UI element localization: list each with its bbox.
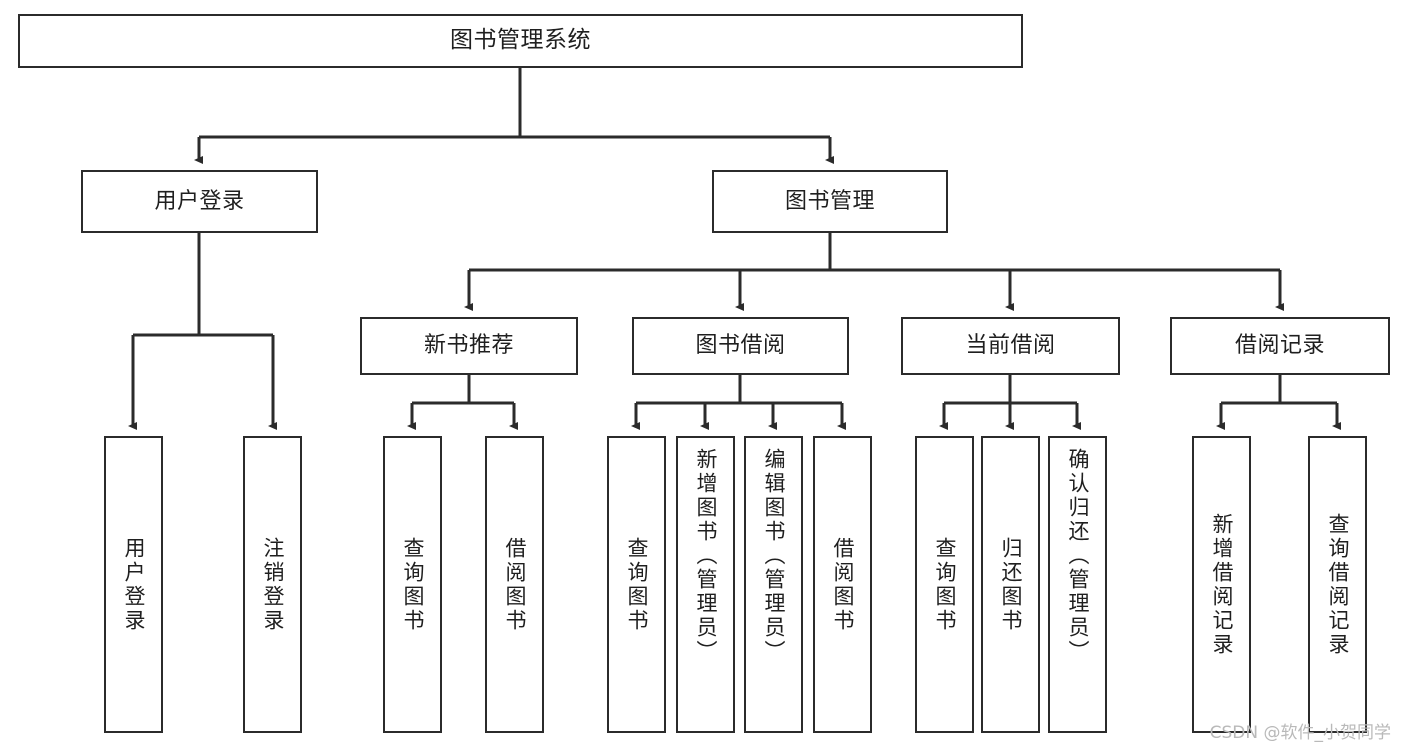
node-leaf-add-book[interactable]: 新增图书（管理员） xyxy=(676,436,735,733)
node-leaf-add-book-label: 新增图书（管理员） xyxy=(694,448,718,664)
node-leaf-query-book-3[interactable]: 查询图书 xyxy=(915,436,974,733)
node-borrow-record-label: 借阅记录 xyxy=(1234,333,1325,359)
node-leaf-borrow-book-2[interactable]: 借阅图书 xyxy=(813,436,872,733)
node-leaf-borrow-book-1[interactable]: 借阅图书 xyxy=(485,436,544,733)
node-leaf-query-book-3-label: 查询图书 xyxy=(933,536,957,633)
node-leaf-edit-book-label: 编辑图书（管理员） xyxy=(762,448,786,664)
node-root[interactable]: 图书管理系统 xyxy=(18,14,1023,68)
node-user-login[interactable]: 用户登录 xyxy=(81,170,318,233)
node-leaf-query-book-1-label: 查询图书 xyxy=(401,536,425,633)
node-user-login-label: 用户登录 xyxy=(154,188,245,214)
node-borrow-record[interactable]: 借阅记录 xyxy=(1170,317,1390,375)
node-leaf-return-book-label: 归还图书 xyxy=(999,536,1023,633)
node-leaf-logout-label: 注销登录 xyxy=(261,536,285,633)
node-leaf-query-book-2[interactable]: 查询图书 xyxy=(607,436,666,733)
node-new-book-recommend[interactable]: 新书推荐 xyxy=(360,317,578,375)
node-leaf-query-book-2-label: 查询图书 xyxy=(625,536,649,633)
node-leaf-borrow-book-1-label: 借阅图书 xyxy=(503,536,527,633)
node-leaf-confirm-return[interactable]: 确认归还（管理员） xyxy=(1048,436,1107,733)
node-leaf-add-record-label: 新增借阅记录 xyxy=(1210,512,1234,657)
node-current-borrow[interactable]: 当前借阅 xyxy=(901,317,1120,375)
node-leaf-user-login-label: 用户登录 xyxy=(122,536,146,633)
node-book-manage-label: 图书管理 xyxy=(784,188,875,214)
node-leaf-return-book[interactable]: 归还图书 xyxy=(981,436,1040,733)
node-leaf-query-record[interactable]: 查询借阅记录 xyxy=(1308,436,1367,733)
node-leaf-add-record[interactable]: 新增借阅记录 xyxy=(1192,436,1251,733)
csdn-watermark: CSDN @软件_小贺同学 xyxy=(1209,723,1391,743)
node-leaf-logout[interactable]: 注销登录 xyxy=(243,436,302,733)
node-leaf-confirm-return-label: 确认归还（管理员） xyxy=(1066,448,1090,664)
node-root-label: 图书管理系统 xyxy=(450,27,591,54)
node-leaf-query-book-1[interactable]: 查询图书 xyxy=(383,436,442,733)
node-leaf-user-login[interactable]: 用户登录 xyxy=(104,436,163,733)
node-leaf-borrow-book-2-label: 借阅图书 xyxy=(831,536,855,633)
node-new-book-recommend-label: 新书推荐 xyxy=(423,333,514,359)
node-leaf-query-record-label: 查询借阅记录 xyxy=(1326,512,1350,657)
node-book-borrow[interactable]: 图书借阅 xyxy=(632,317,849,375)
node-current-borrow-label: 当前借阅 xyxy=(965,333,1056,359)
node-book-manage[interactable]: 图书管理 xyxy=(712,170,948,233)
node-leaf-edit-book[interactable]: 编辑图书（管理员） xyxy=(744,436,803,733)
node-book-borrow-label: 图书借阅 xyxy=(695,333,786,359)
